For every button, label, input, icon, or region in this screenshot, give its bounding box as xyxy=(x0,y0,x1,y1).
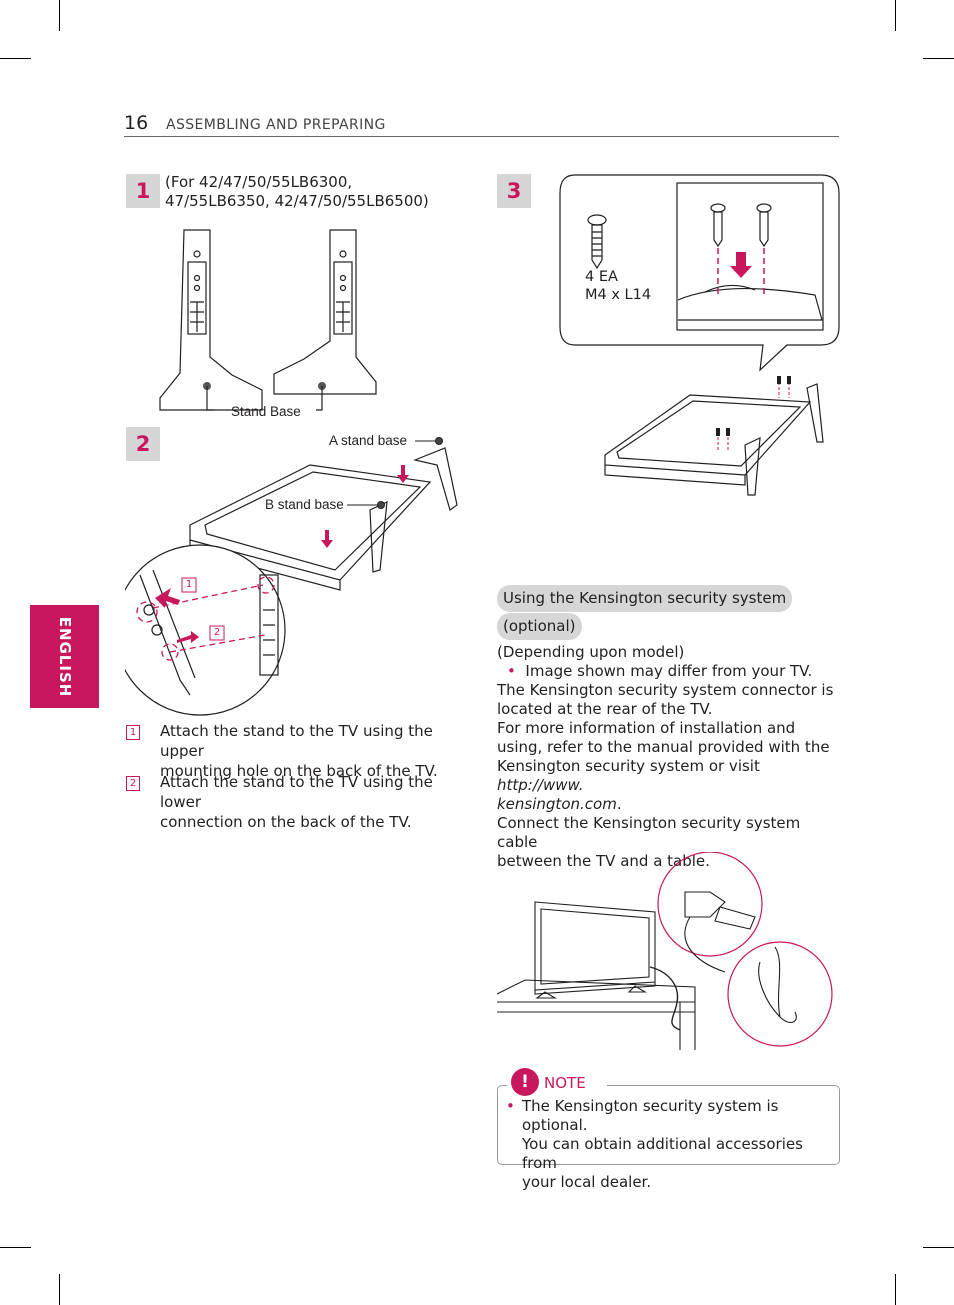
instruction-number: 1 xyxy=(126,725,140,740)
section-title: ASSEMBLING AND PREPARING xyxy=(166,117,386,133)
note-text: The Kensington security system is option… xyxy=(506,1097,836,1192)
b-stand-base-label: B stand base xyxy=(265,497,344,512)
screw-quantity: 4 EA xyxy=(585,269,618,285)
kensington-link-part2[interactable]: kensington.com xyxy=(497,795,617,813)
note-header: ! NOTE xyxy=(507,1068,607,1096)
bullet-dot: • xyxy=(506,1097,515,1115)
instruction-text: Attach the stand to the TV using the upp… xyxy=(160,721,465,781)
paragraph-line: located at the rear of the TV. xyxy=(497,700,713,718)
paragraph-line: The Kensington security system connector… xyxy=(497,681,834,699)
note-line: your local dealer. xyxy=(522,1173,652,1191)
crop-mark xyxy=(923,58,954,59)
paragraph-text: Kensington security system or visit xyxy=(497,757,760,775)
instruction-line: mounting hole on the back of the TV. xyxy=(160,762,438,780)
crop-mark xyxy=(0,1247,31,1248)
header-rule xyxy=(124,136,839,137)
kensington-heading-optional: (optional) xyxy=(497,613,582,640)
crop-mark xyxy=(0,58,31,59)
kensington-body: (Depending upon model) • Image shown may… xyxy=(497,643,842,871)
exclamation-icon: ! xyxy=(511,1068,539,1096)
note-line: The Kensington security system is option… xyxy=(522,1097,779,1134)
paragraph-line: using, refer to the manual provided with… xyxy=(497,738,830,756)
bullet-item: • Image shown may differ from your TV. xyxy=(497,662,842,681)
kensington-link-part1[interactable]: http://www. xyxy=(497,776,584,794)
stand-base-illustration xyxy=(159,229,377,411)
step-1-badge: 1 xyxy=(126,174,160,208)
depending-note: (Depending upon model) xyxy=(497,643,685,661)
paragraph-line: between the TV and a table. xyxy=(497,852,710,870)
screw-size: M4 x L14 xyxy=(585,287,652,303)
callout-1: 1 xyxy=(185,579,193,590)
paragraph-line: kensington.com. xyxy=(497,795,622,813)
callout-2: 2 xyxy=(213,627,221,638)
stand-base-label: Stand Base xyxy=(231,404,301,419)
kensington-illustration xyxy=(496,852,833,1050)
screw-spec: 4 EA M4 x L14 xyxy=(585,268,651,304)
crop-mark xyxy=(923,1247,954,1248)
note-content: • The Kensington security system is opti… xyxy=(506,1097,836,1192)
language-tab: ENGLISH xyxy=(30,605,99,708)
page-number: 16 xyxy=(124,112,149,134)
crop-mark xyxy=(895,0,896,31)
note-box xyxy=(497,1085,840,1165)
bullet-dot: • xyxy=(507,662,516,680)
model-note-line: (For 42/47/50/55LB6300, xyxy=(165,173,353,191)
bullet-text: Image shown may differ from your TV. xyxy=(525,662,813,680)
crop-mark xyxy=(59,1274,60,1305)
instruction-line: connection on the back of the TV. xyxy=(160,813,412,831)
model-note-line: 47/55LB6350, 42/47/50/55LB6500) xyxy=(165,192,429,210)
paragraph-line: Kensington security system or visit http… xyxy=(497,757,842,795)
note-line: You can obtain additional accessories fr… xyxy=(522,1135,803,1172)
note-title: NOTE xyxy=(544,1074,586,1092)
instruction-line: Attach the stand to the TV using the low… xyxy=(160,773,433,811)
language-tab-label: ENGLISH xyxy=(55,616,74,697)
screw-assembly-illustration xyxy=(559,174,840,496)
kensington-heading: Using the Kensington security system xyxy=(497,585,793,612)
instruction-text: Attach the stand to the TV using the low… xyxy=(160,772,465,832)
step-3-badge: 3 xyxy=(497,174,531,208)
instruction-line: Attach the stand to the TV using the upp… xyxy=(160,722,433,760)
paragraph-line: For more information of installation and xyxy=(497,719,796,737)
tv-stand-attach-illustration xyxy=(125,437,458,716)
paragraph-line: Connect the Kensington security system c… xyxy=(497,814,801,851)
instruction-number: 2 xyxy=(126,776,140,791)
a-stand-base-label: A stand base xyxy=(329,433,408,448)
step-2-badge: 2 xyxy=(126,427,160,461)
crop-mark xyxy=(59,0,60,31)
crop-mark xyxy=(895,1274,896,1305)
model-note: (For 42/47/50/55LB6300, 47/55LB6350, 42/… xyxy=(165,173,465,211)
